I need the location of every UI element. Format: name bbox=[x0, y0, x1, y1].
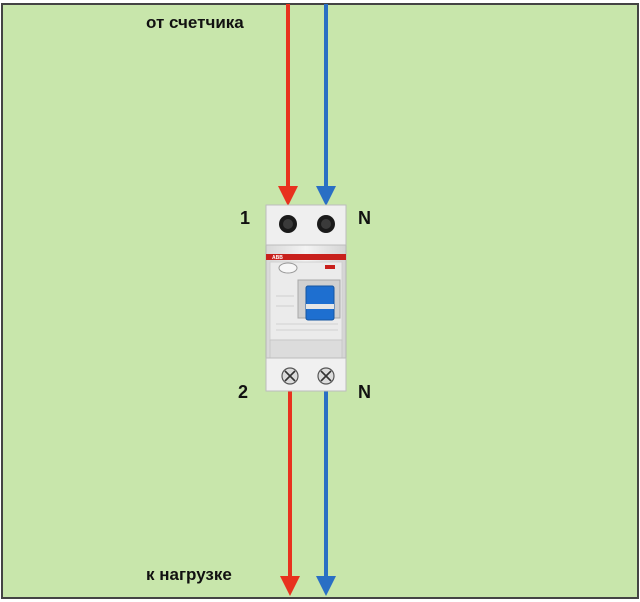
brand-label: ABB bbox=[272, 255, 283, 261]
incoming-phase-arrow bbox=[278, 186, 298, 206]
top-left-terminal-label: 1 bbox=[240, 208, 250, 228]
outgoing-neutral-arrow bbox=[316, 576, 336, 596]
lower-recess bbox=[269, 339, 343, 359]
bottom-right-terminal-label: N bbox=[358, 382, 371, 402]
brand-stripe bbox=[266, 254, 346, 260]
outgoing-phase-arrow bbox=[280, 576, 300, 596]
incoming-neutral-arrow bbox=[316, 186, 336, 206]
source-label: от счетчика bbox=[146, 13, 244, 32]
status-indicator bbox=[325, 265, 335, 269]
test-button bbox=[278, 262, 298, 274]
toggle-lever bbox=[305, 285, 335, 321]
bottom-left-terminal-label: 2 bbox=[238, 382, 248, 402]
rcd-device: ABB bbox=[265, 204, 347, 392]
load-label: к нагрузке bbox=[146, 565, 232, 584]
top-right-terminal-label: N bbox=[358, 208, 371, 228]
